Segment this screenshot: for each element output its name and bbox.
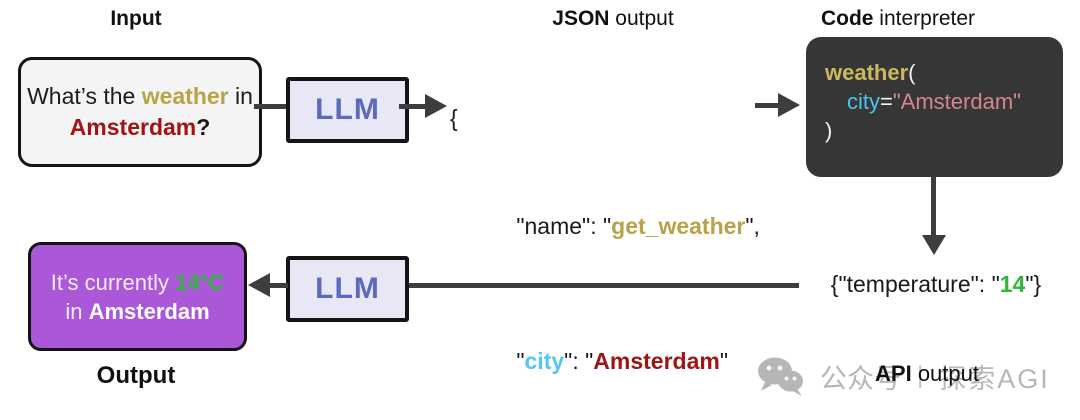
llm-box-top: LLM bbox=[286, 77, 409, 143]
llm-box-bottom: LLM bbox=[286, 256, 409, 322]
api-result-temperature-value: 14 bbox=[999, 271, 1026, 297]
llm-label: LLM bbox=[315, 272, 380, 305]
code-line-arg: city="Amsterdam" bbox=[825, 87, 1063, 116]
input-text-weather: weather bbox=[141, 83, 229, 109]
api-output-label: API output bbox=[837, 361, 1017, 387]
code-paren-open: ( bbox=[908, 60, 916, 85]
arrow-llm-json-head bbox=[425, 94, 447, 118]
code-arg-value: "Amsterdam" bbox=[892, 89, 1021, 114]
output-stage-label: Output bbox=[96, 362, 176, 389]
output-text-amsterdam: Amsterdam bbox=[88, 298, 210, 324]
output-answer-text: It’s currently 14°C in Amsterdam bbox=[51, 268, 224, 326]
input-question-text: What’s the weather in Amsterdam? bbox=[27, 81, 253, 143]
arrow-llm-json-line bbox=[399, 104, 427, 109]
output-box: It’s currently 14°C in Amsterdam bbox=[28, 242, 247, 351]
watermark-separator: | bbox=[917, 362, 924, 389]
code-interpreter-label-bold: Code bbox=[820, 7, 874, 30]
json-quote-close: " bbox=[719, 348, 728, 374]
input-text-amsterdam: Amsterdam bbox=[69, 114, 197, 140]
api-result-prefix: {"temperature": " bbox=[830, 271, 1000, 297]
llm-label: LLM bbox=[315, 93, 380, 126]
input-box: What’s the weather in Amsterdam? bbox=[18, 57, 262, 167]
code-interpreter-label-rest: interpreter bbox=[873, 7, 976, 30]
wechat-icon bbox=[756, 356, 804, 396]
arrow-code-api-head bbox=[922, 235, 946, 255]
json-colon: ": " bbox=[564, 348, 594, 374]
json-output-label-rest: output bbox=[609, 7, 674, 30]
output-text-temp: 14°C bbox=[175, 269, 225, 295]
json-brace-open: { bbox=[450, 105, 458, 131]
code-func-weather: weather bbox=[825, 60, 909, 85]
json-quote: " bbox=[516, 348, 525, 374]
api-output-label-bold: API bbox=[875, 361, 912, 386]
output-text-in: in bbox=[65, 298, 89, 324]
arrow-llm-output-head bbox=[248, 273, 270, 297]
connector-api-llm bbox=[399, 283, 799, 288]
connector-input-llm bbox=[254, 104, 286, 109]
input-text-plain2: in bbox=[228, 83, 253, 109]
json-output-label: JSON output bbox=[503, 7, 723, 31]
json-value-amsterdam: Amsterdam bbox=[593, 348, 720, 374]
arrow-llm-output-line bbox=[268, 283, 288, 288]
api-result-suffix: "} bbox=[1025, 271, 1042, 297]
json-line1-tail: ", bbox=[745, 213, 760, 239]
json-key-city: city bbox=[524, 348, 565, 374]
json-key-name: "name": " bbox=[516, 213, 612, 239]
arrow-json-code-line bbox=[755, 103, 780, 108]
arrow-code-api-line bbox=[931, 177, 936, 237]
watermark: 公众号 | 探索AGI bbox=[756, 356, 1050, 396]
json-output-label-bold: JSON bbox=[552, 7, 610, 30]
input-text-qmark: ? bbox=[196, 114, 211, 140]
code-equals: = bbox=[880, 89, 893, 114]
output-text-plain: It’s currently bbox=[50, 269, 176, 295]
json-line-name: "name": "get_weather", bbox=[450, 186, 760, 267]
api-output-label-rest: output bbox=[911, 361, 979, 386]
json-value-get-weather: get_weather bbox=[611, 213, 746, 239]
arrow-json-code-head bbox=[778, 93, 800, 117]
input-stage-label: Input bbox=[110, 7, 162, 30]
watermark-text-right: 探索AGI bbox=[939, 363, 1050, 394]
code-interpreter-label: Code interpreter bbox=[788, 7, 1008, 31]
code-arg-city: city bbox=[847, 89, 880, 114]
code-paren-close: ) bbox=[825, 118, 833, 143]
json-code-block: { "name": "get_weather", "city": "Amster… bbox=[450, 51, 760, 420]
watermark-text-left: 公众号 bbox=[820, 363, 901, 394]
json-line-city: "city": "Amsterdam" bbox=[450, 321, 760, 402]
api-result-text: {"temperature": "14"} bbox=[790, 271, 1080, 298]
code-line-call: weather( bbox=[825, 58, 1063, 87]
input-text-plain: What’s the bbox=[27, 83, 142, 109]
code-interpreter-box: weather( city="Amsterdam" ) bbox=[806, 37, 1063, 177]
